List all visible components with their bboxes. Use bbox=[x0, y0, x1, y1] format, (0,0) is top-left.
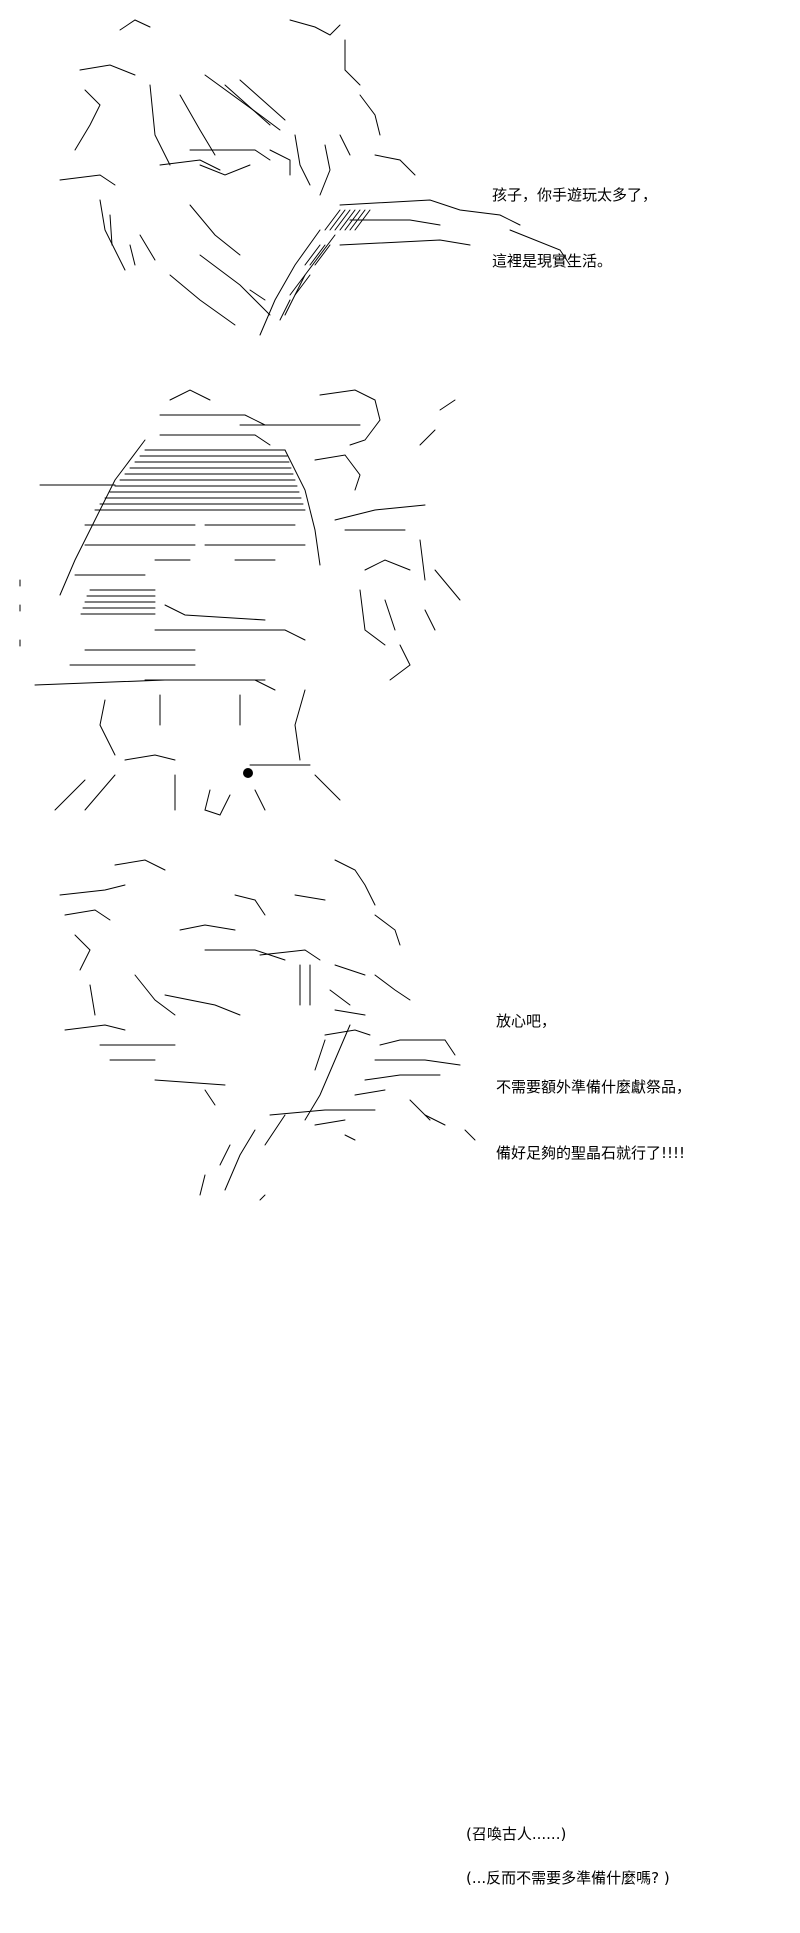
speech-line: 放心吧， bbox=[496, 1012, 557, 1030]
speech-line: 備好足夠的聖晶石就行了!!!! bbox=[496, 1144, 686, 1162]
ascii-art-girl-closeup bbox=[59, 19, 571, 336]
speech-text: 孩子，你手遊玩太多了， 這裡是現實生活。 bbox=[492, 140, 657, 316]
speech-text: 放心吧， 不需要額外準備什麼獻祭品， 備好足夠的聖晶石就行了!!!! bbox=[496, 966, 691, 1208]
speech-line: (...反而不需要多準備什麼嗎? ) bbox=[466, 1869, 670, 1887]
speech-line: 孩子，你手遊玩太多了， bbox=[492, 186, 658, 204]
ascii-art-girl-smiling bbox=[19, 389, 461, 816]
speech-line: 不需要額外準備什麼獻祭品， bbox=[496, 1078, 692, 1096]
panel-3: (召喚古人......) (...反而不需要多準備什麼嗎? ) bbox=[0, 845, 800, 1887]
ascii-art-girl-thinking bbox=[59, 859, 476, 1201]
speech-text: (...反而不需要多準備什麼嗎? ) bbox=[466, 1823, 670, 1933]
panel-1: 孩子，你手遊玩太多了， 這裡是現實生活。 bbox=[0, 0, 800, 350]
panel-2: 放心吧， 不需要額外準備什麼獻祭品， 備好足夠的聖晶石就行了!!!! bbox=[0, 370, 800, 1162]
speech-line: 這裡是現實生活。 bbox=[492, 252, 613, 270]
